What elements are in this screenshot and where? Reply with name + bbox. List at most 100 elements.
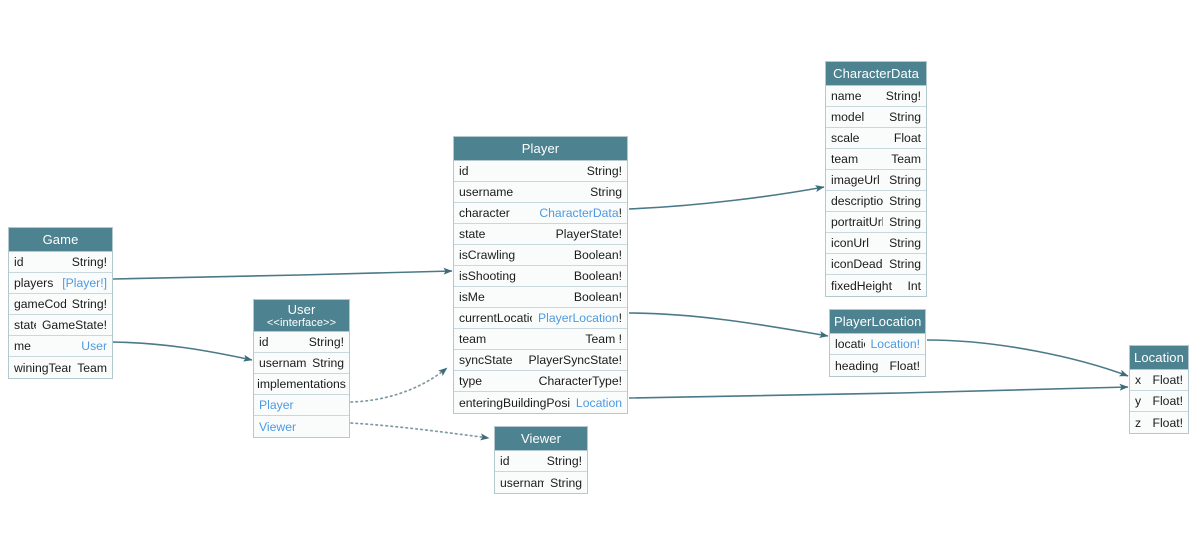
- edge-player-enteringbuildingposition-to-location: [628, 383, 1129, 399]
- field-type: Float!: [1152, 415, 1183, 430]
- field-characterdata-imageurl[interactable]: imageUrl String: [826, 170, 926, 191]
- field-name: username: [259, 356, 307, 370]
- field-location-y[interactable]: y Float!: [1130, 391, 1188, 412]
- field-type: PlayerState!: [555, 227, 622, 241]
- field-name: gameCode: [14, 297, 66, 311]
- field-type: Float: [893, 131, 921, 145]
- field-location-z[interactable]: z Float!: [1130, 412, 1188, 433]
- field-characterdata-portraiturl[interactable]: portraitUrl String: [826, 212, 926, 233]
- edge-game-me-to-user: [112, 341, 253, 362]
- field-name: username: [459, 185, 514, 199]
- field-player-username[interactable]: username String: [454, 182, 627, 203]
- field-game-id[interactable]: id String!: [9, 252, 112, 273]
- field-type: Boolean!: [573, 269, 622, 283]
- field-name: character: [459, 206, 510, 220]
- field-characterdata-iconurl[interactable]: iconUrl String: [826, 233, 926, 254]
- field-characterdata-fixedheight[interactable]: fixedHeight Int: [826, 275, 926, 296]
- field-game-gamecode[interactable]: gameCode String!: [9, 294, 112, 315]
- field-name: state: [459, 227, 486, 241]
- field-user-username[interactable]: username String: [254, 353, 349, 374]
- field-playerlocation-heading[interactable]: heading Float!: [830, 355, 925, 376]
- field-player-character[interactable]: character CharacterData!: [454, 203, 627, 224]
- field-player-enteringbuildingposition[interactable]: enteringBuildingPosition Location: [454, 392, 627, 413]
- field-game-winingteam[interactable]: winingTeam Team: [9, 357, 112, 378]
- field-type: String: [889, 110, 921, 124]
- edge-player-character-to-characterdata: [628, 185, 825, 210]
- field-name: id: [459, 164, 469, 178]
- field-viewer-username[interactable]: username String: [495, 472, 587, 493]
- entity-viewer[interactable]: Viewer id String! username String: [494, 426, 588, 494]
- field-game-state[interactable]: state GameState!: [9, 315, 112, 336]
- field-player-syncstate[interactable]: syncState PlayerSyncState!: [454, 350, 627, 371]
- entity-title-text: Player: [521, 141, 560, 156]
- user-implementation-viewer[interactable]: Viewer: [254, 416, 349, 437]
- field-type-ref: CharacterData: [539, 206, 619, 220]
- field-name: username: [500, 475, 545, 490]
- entity-title-text: Location: [1134, 350, 1184, 365]
- field-player-isshooting[interactable]: isShooting Boolean!: [454, 266, 627, 287]
- edge-game-players-to-player: [112, 267, 453, 280]
- field-type: String!: [71, 297, 107, 311]
- field-type: String!: [308, 335, 344, 349]
- field-type: String: [889, 257, 921, 271]
- field-player-type[interactable]: type CharacterType!: [454, 371, 627, 392]
- field-type: Boolean!: [573, 248, 622, 262]
- user-implementations-header: implementations: [254, 374, 349, 395]
- entity-title-text: User: [287, 302, 316, 317]
- field-characterdata-icondeadurl[interactable]: iconDeadUrl String: [826, 254, 926, 275]
- field-name: team: [459, 332, 487, 346]
- entity-playerlocation[interactable]: PlayerLocation location Location! headin…: [829, 309, 926, 377]
- field-viewer-id[interactable]: id String!: [495, 451, 587, 472]
- field-game-me[interactable]: me User: [9, 336, 112, 357]
- field-playerlocation-location[interactable]: location Location!: [830, 334, 925, 355]
- field-name: iconUrl: [831, 236, 869, 250]
- field-name: model: [831, 110, 865, 124]
- field-player-team[interactable]: team Team !: [454, 329, 627, 350]
- field-characterdata-team[interactable]: team Team: [826, 149, 926, 170]
- field-player-isme[interactable]: isMe Boolean!: [454, 287, 627, 308]
- entity-location[interactable]: Location x Float! y Float! z Float!: [1129, 345, 1189, 434]
- field-name: id: [500, 454, 510, 468]
- edge-player-currentlocation-to-playerlocation: [628, 312, 829, 339]
- field-name: location: [835, 337, 865, 351]
- field-name: currentLocation: [459, 311, 532, 325]
- field-name: portraitUrl: [831, 215, 884, 229]
- field-location-x[interactable]: x Float!: [1130, 370, 1188, 391]
- field-name: y: [1135, 394, 1142, 408]
- field-name: iconDeadUrl: [831, 257, 883, 271]
- user-implementation-player[interactable]: Player: [254, 395, 349, 416]
- field-user-id[interactable]: id String!: [254, 332, 349, 353]
- entity-location-title: Location: [1130, 346, 1188, 370]
- field-type: [Player!]: [62, 276, 107, 290]
- entity-playerlocation-title: PlayerLocation: [830, 310, 925, 334]
- field-name: x: [1135, 373, 1142, 387]
- entity-player[interactable]: Player id String! username String charac…: [453, 136, 628, 414]
- field-type: String: [889, 236, 921, 250]
- field-game-players[interactable]: players [Player!]: [9, 273, 112, 294]
- field-name: enteringBuildingPosition: [459, 395, 570, 410]
- edge-playerlocation-location-to-location: [926, 339, 1129, 377]
- implementation-name: Viewer: [259, 419, 297, 434]
- entity-user[interactable]: User <<interface>> id String! username S…: [253, 299, 350, 438]
- field-player-currentlocation[interactable]: currentLocation PlayerLocation!: [454, 308, 627, 329]
- field-characterdata-name[interactable]: name String!: [826, 86, 926, 107]
- field-type: PlayerLocation!: [538, 311, 622, 325]
- field-name: id: [14, 255, 24, 269]
- edge-user-implements-viewer: [350, 422, 490, 441]
- field-player-iscrawling[interactable]: isCrawling Boolean!: [454, 245, 627, 266]
- entity-user-title: User <<interface>>: [254, 300, 349, 332]
- field-characterdata-description[interactable]: description String: [826, 191, 926, 212]
- field-player-state[interactable]: state PlayerState!: [454, 224, 627, 245]
- field-type: Float!: [1152, 373, 1183, 387]
- field-player-id[interactable]: id String!: [454, 161, 627, 182]
- field-characterdata-scale[interactable]: scale Float: [826, 128, 926, 149]
- field-name: description: [831, 194, 884, 208]
- field-type: String: [889, 173, 921, 187]
- field-characterdata-model[interactable]: model String: [826, 107, 926, 128]
- field-name: name: [831, 89, 862, 103]
- entity-title-text: PlayerLocation: [834, 314, 922, 329]
- entity-characterdata[interactable]: CharacterData name String! model String …: [825, 61, 927, 297]
- field-name: heading: [835, 358, 879, 373]
- field-type: Float!: [1152, 394, 1183, 408]
- entity-game[interactable]: Game id String! players [Player!] gameCo…: [8, 227, 113, 379]
